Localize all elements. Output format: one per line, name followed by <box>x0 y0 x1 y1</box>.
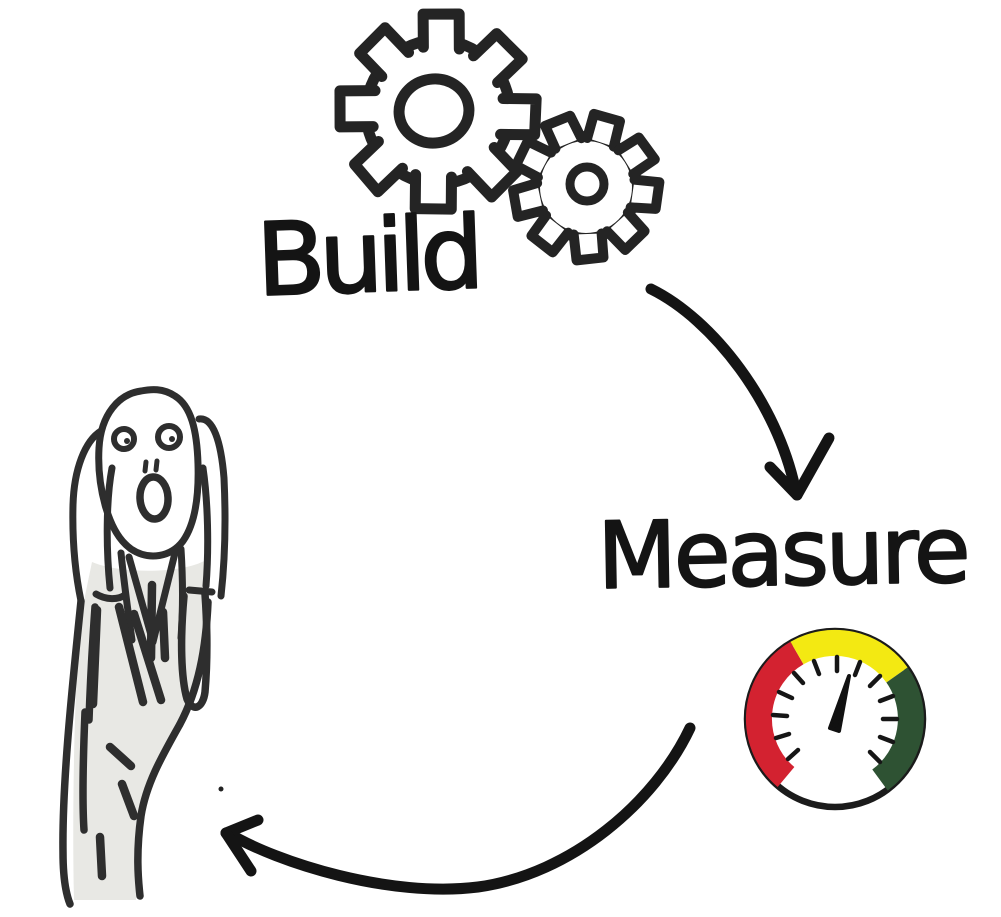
gauge-ticks <box>770 654 900 765</box>
gear-large-hole <box>393 73 475 149</box>
gear-small <box>508 108 665 266</box>
gauge-ring-green <box>871 667 924 791</box>
nose-marks <box>142 458 160 474</box>
robe-shading <box>73 560 208 900</box>
gauge-icon <box>743 627 927 811</box>
mouth-open <box>136 473 172 523</box>
gauge-ring-yellow <box>790 629 908 683</box>
gear-small-hole <box>565 162 609 206</box>
arrow-measure-to-scream <box>220 722 696 895</box>
arrow-build-to-measure <box>645 283 835 501</box>
gear-large <box>334 8 542 215</box>
measure-label: Measure <box>597 497 969 610</box>
ink-dot <box>218 786 224 792</box>
right-hand <box>185 415 229 600</box>
build-label: Build <box>255 194 480 319</box>
gauge-ring-red <box>746 641 804 787</box>
robe-hatching <box>88 580 170 881</box>
scream-figure <box>59 386 229 908</box>
gears-icon <box>334 8 665 266</box>
head-outline <box>95 386 202 560</box>
right-eye-icon <box>155 423 183 451</box>
gauge-needle <box>828 674 851 733</box>
left-eye-icon <box>111 426 137 452</box>
